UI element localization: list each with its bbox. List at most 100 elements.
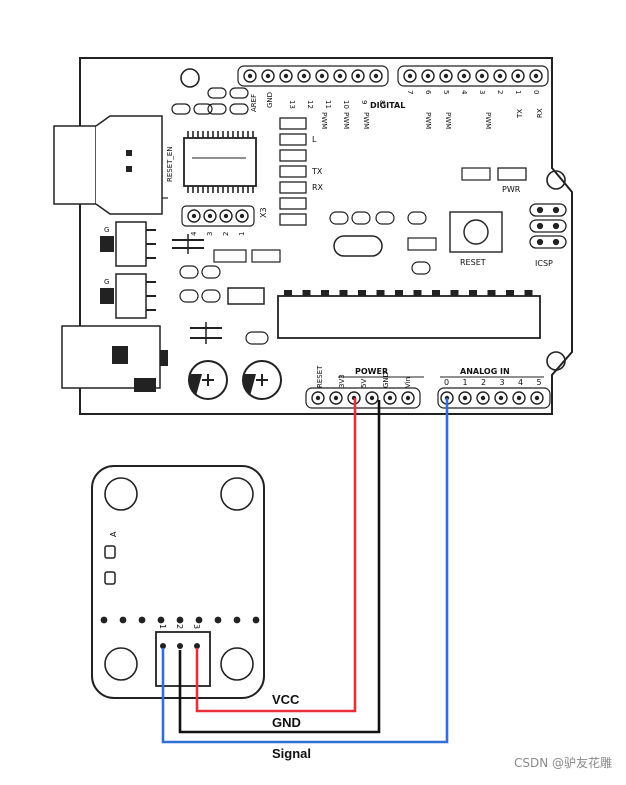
power-pin-label: RESET xyxy=(316,365,324,388)
digital-pin-number: 1 xyxy=(514,90,522,94)
digital-pin-number: 12 xyxy=(306,100,314,109)
mcu-pin xyxy=(450,290,459,296)
power-pin-label: 5V xyxy=(360,379,368,388)
mcu-pin xyxy=(302,290,311,296)
sensor-smd-part xyxy=(104,571,116,585)
digital-pin-number: 9 xyxy=(360,100,368,104)
mounting-hole xyxy=(546,170,566,190)
sensor-connector xyxy=(155,631,211,687)
digital-pin-number: 13 xyxy=(288,100,296,109)
digital-label: DIGITAL xyxy=(370,101,405,110)
digital-pin-hole xyxy=(283,73,289,79)
pwm-label: PWM xyxy=(424,112,432,129)
icsp-label: ICSP xyxy=(535,259,553,268)
mcu-pin xyxy=(432,290,440,296)
x3-pin-hole xyxy=(239,213,245,219)
mcu-pin xyxy=(524,290,533,296)
sensor-pad-dot xyxy=(138,616,146,624)
mounting-hole xyxy=(180,68,200,88)
reset-button-label: RESET xyxy=(460,258,486,267)
mounting-hole xyxy=(104,647,138,681)
usb-connector: RESET_EN xyxy=(53,115,174,215)
mcu-pin xyxy=(487,290,496,296)
reg-mark: G xyxy=(104,278,109,286)
transistor-symbol xyxy=(172,234,222,344)
reset-en-label: RESET_EN xyxy=(166,146,174,182)
aref-label: AREF xyxy=(250,94,258,112)
digital-pin-number: 3 xyxy=(478,90,486,94)
x3-pin-hole xyxy=(191,213,197,219)
pwm-label: PWM xyxy=(444,112,452,129)
microcontroller-chip xyxy=(277,295,541,339)
gnd-wire xyxy=(178,400,381,734)
digital-pin-number: 6 xyxy=(424,90,432,95)
digital-pin-hole xyxy=(479,73,485,79)
led-tx-label: TX xyxy=(311,167,323,176)
sensor-pad-dot xyxy=(100,616,108,624)
digital-pin-hole xyxy=(443,73,449,79)
crystal xyxy=(333,235,383,257)
digital-pin-hole xyxy=(355,73,361,79)
digital-pin-hole xyxy=(425,73,431,79)
analog-pin-hole xyxy=(516,395,522,401)
sensor-pad-dot xyxy=(195,616,203,624)
digital-pin-number: 11 xyxy=(324,100,332,109)
tx-top-label: TX xyxy=(516,109,524,119)
microcontroller-pins xyxy=(284,290,533,296)
arduino-board: RESET_EN G G xyxy=(53,57,573,415)
digital-pin-hole xyxy=(337,73,343,79)
pwm-label: PWM xyxy=(484,112,492,129)
power-pin-hole xyxy=(405,395,411,401)
led-l-label: L xyxy=(312,135,317,144)
mounting-hole xyxy=(104,477,138,511)
mcu-pin xyxy=(506,290,514,296)
sensor-pad-dot xyxy=(233,616,241,624)
x3-pin-hole xyxy=(207,213,213,219)
mcu-pin xyxy=(284,290,292,296)
x3-pin-number: 3 xyxy=(206,232,214,236)
sensor-pad-dot xyxy=(252,616,260,624)
analog-pin-number: 4 xyxy=(518,378,523,387)
digital-pin-number: 8 xyxy=(378,100,386,104)
digital-pin-number: 4 xyxy=(460,90,468,95)
sensor-pin-number: 1 xyxy=(158,624,167,629)
digital-pin-hole xyxy=(247,73,253,79)
mounting-hole xyxy=(220,647,254,681)
led-rx-label: RX xyxy=(312,183,324,192)
sensor-pad-dots xyxy=(100,616,260,624)
mcu-pin xyxy=(395,290,403,296)
analog-pin-number: 2 xyxy=(481,378,486,387)
vcc-label: VCC xyxy=(272,692,300,707)
mounting-hole xyxy=(546,351,566,371)
power-pin-hole xyxy=(387,395,393,401)
dc-power-jack xyxy=(61,325,168,392)
status-leds xyxy=(279,117,527,226)
pwm-label: PWM xyxy=(342,112,350,129)
capacitor xyxy=(188,360,228,400)
sensor-pad-dot xyxy=(119,616,127,624)
x3-pin-number: 4 xyxy=(190,231,198,236)
power-pin-hole xyxy=(315,395,321,401)
analog-pin-number: 1 xyxy=(463,378,468,387)
analog-pin-number: 3 xyxy=(500,378,505,387)
reset-button: RESET xyxy=(449,211,503,267)
watermark: CSDN @驴友花雕 xyxy=(513,756,612,770)
mcu-pin xyxy=(376,290,385,296)
digital-pin-number: 0 xyxy=(532,90,540,94)
x3-pin-number: 2 xyxy=(222,232,230,236)
power-pin-label: Vin xyxy=(404,377,412,388)
digital-pin-hole xyxy=(373,73,379,79)
mcu-pin xyxy=(339,290,348,296)
analog-pin-number: 5 xyxy=(537,378,542,387)
gnd-label: GND xyxy=(272,715,301,730)
power-pin-hole xyxy=(369,395,375,401)
signal-label: Signal xyxy=(272,746,311,761)
voltage-regulator: G xyxy=(100,273,156,319)
digital-pin-hole xyxy=(265,73,271,79)
